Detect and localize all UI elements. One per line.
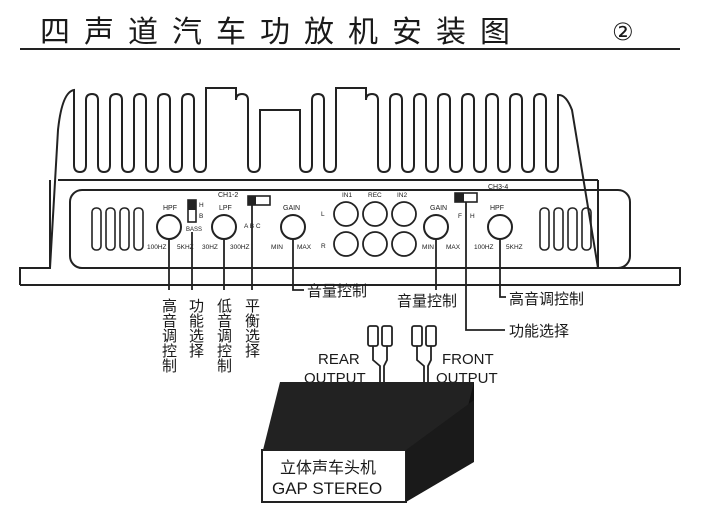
gain-ch12-max: MAX	[297, 244, 312, 251]
callout-leaders-left	[168, 205, 304, 291]
lpf-max: 300HZ	[230, 244, 250, 251]
right-vent	[539, 207, 592, 251]
lpf-min: 30HZ	[202, 244, 218, 251]
gain-ch34-max: MAX	[446, 244, 461, 251]
function-ch34-h: H	[470, 213, 475, 220]
head-unit-name-cn: 立体声车头机	[280, 458, 376, 477]
hpf-ch12-knob[interactable]	[156, 214, 182, 240]
gain-ch12-knob[interactable]	[280, 214, 306, 240]
left-channel-label: L	[321, 211, 325, 218]
hpf-ch34-label: HPF	[490, 205, 504, 212]
treble-ch34-callout: 高音调控制	[509, 290, 584, 308]
bass-ch12-callout: 低音调控制	[215, 298, 233, 373]
function-ch12-switch-knob	[188, 200, 196, 210]
rca-rec-left-jack[interactable]	[362, 201, 388, 227]
rca-rec-right-jack[interactable]	[362, 231, 388, 257]
page-marker: ②	[612, 18, 634, 46]
lpf-knob[interactable]	[211, 214, 237, 240]
hpf-ch34-max: 5KHZ	[506, 244, 523, 251]
gain-ch34-knob[interactable]	[423, 214, 449, 240]
gain-ch34-min: MIN	[422, 244, 434, 251]
front-output-line1: FRONT	[442, 351, 494, 368]
rca-in1-right-jack[interactable]	[333, 231, 359, 257]
hpf-ch12-max: 5KHZ	[177, 244, 194, 251]
treble-ch12-callout: 高音调控制	[160, 298, 178, 373]
ch12-label: CH1-2	[218, 192, 238, 199]
page-title: 四声道汽车功放机安装图	[40, 15, 524, 50]
gain-ch34-label: GAIN	[430, 205, 447, 212]
volume-ch12-callout: 音量控制	[307, 282, 367, 300]
right-channel-label: R	[321, 243, 326, 250]
rca-in2-left-jack[interactable]	[391, 201, 417, 227]
function-ch12-h: H	[199, 202, 204, 209]
in12-label: IN1	[342, 192, 353, 199]
head-unit	[261, 382, 474, 503]
gain-ch12-min: MIN	[271, 244, 283, 251]
hpf-ch12-label: HPF	[163, 205, 177, 212]
control-panel	[69, 189, 631, 269]
function-ch12-callout: 功能选择	[187, 298, 205, 359]
bass-label: BASS	[186, 227, 202, 233]
rca-in2-right-jack[interactable]	[391, 231, 417, 257]
function-ch34-f: F	[458, 213, 462, 220]
function-ch12-b: B	[199, 213, 203, 220]
balance-switch-knob	[248, 196, 256, 205]
hpf-ch34-knob[interactable]	[487, 214, 513, 240]
function-ch34-switch-knob	[455, 193, 464, 202]
rec-label: REC	[368, 192, 382, 199]
gain-ch12-label: GAIN	[283, 205, 300, 212]
hpf-ch34-min: 100HZ	[474, 244, 494, 251]
head-unit-name-en: GAP STEREO	[272, 479, 382, 498]
hpf-ch12-min: 100HZ	[147, 244, 167, 251]
volume-ch34-callout: 音量控制	[397, 292, 457, 310]
function-ch34-callout: 功能选择	[509, 322, 569, 340]
amplifier-heatsink	[19, 87, 681, 286]
rear-output-line1: REAR	[318, 351, 360, 368]
left-vent	[91, 207, 144, 251]
lpf-label: LPF	[219, 205, 232, 212]
ch34-label: CH3-4	[488, 184, 508, 191]
balance-ch12-callout: 平衡选择	[243, 298, 261, 359]
in34-label: IN2	[397, 192, 408, 199]
callout-leaders-right	[435, 202, 506, 331]
rca-in1-left-jack[interactable]	[333, 201, 359, 227]
